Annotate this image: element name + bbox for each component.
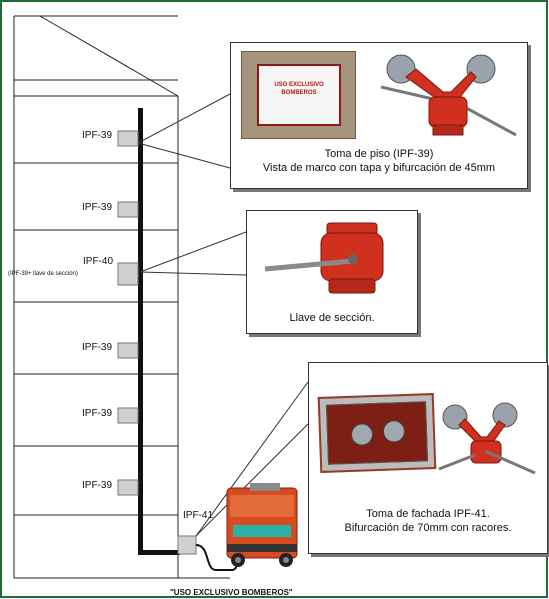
- bifurcation-45mm-image: [371, 47, 521, 143]
- floor-label-6: IPF-39: [82, 480, 112, 491]
- facade-inlet-box: [178, 536, 196, 554]
- sign-text-1: USO EXCLUSIVO: [259, 82, 339, 88]
- floor-label-2: IPF-39: [82, 202, 112, 213]
- facade-cabinet-image: [318, 393, 437, 473]
- hydrant-box-3: [118, 263, 138, 285]
- hydrant-box-6: [118, 480, 138, 495]
- callout-facade-inlet: Toma de fachada IPF-41. Bifurcación de 7…: [308, 362, 548, 554]
- callout-floor-outlet: USO EXCLUSIVO BOMBEROS Toma de piso (IPF…: [230, 42, 528, 189]
- bottom-caption-line1: Toma de fachada IPF-41.: [309, 507, 547, 521]
- floor-label-5: IPF-39: [82, 408, 112, 419]
- section-valve-image: [255, 217, 405, 301]
- riser-base: [138, 550, 180, 555]
- hydrant-box-1: [118, 131, 138, 146]
- floor-label-1: IPF-39: [82, 130, 112, 141]
- riser-pipe: [138, 108, 143, 554]
- building-roof: [14, 16, 178, 96]
- bottom-caption-line2: Bifurcación de 70mm con racores.: [309, 521, 547, 535]
- hydrant-box-2: [118, 202, 138, 217]
- facade-label: IPF-41: [183, 510, 213, 521]
- top-caption-line2: Vista de marco con tapa y bifurcación de…: [231, 161, 527, 175]
- callout-section-valve: Llave de sección.: [246, 210, 418, 334]
- floor-label-3-main: IPF-40: [83, 256, 113, 267]
- top-caption-line1: Toma de piso (IPF-39): [231, 147, 527, 161]
- floor-label-4: IPF-39: [82, 342, 112, 353]
- hydrant-box-4: [118, 343, 138, 358]
- footer-sign-text: "USO EXCLUSIVO BOMBEROS": [170, 588, 293, 597]
- middle-caption: Llave de sección.: [247, 311, 417, 325]
- hydrant-boxes: [118, 131, 196, 554]
- sign-panel: USO EXCLUSIVO BOMBEROS: [257, 64, 341, 126]
- hydrant-box-5: [118, 408, 138, 423]
- sign-text-2: BOMBEROS: [259, 90, 339, 96]
- floor-lines: [14, 163, 178, 515]
- sign-photo: USO EXCLUSIVO BOMBEROS: [241, 51, 356, 139]
- floor-label-3-sub: (IPF-39+ llave de sección): [8, 271, 78, 277]
- bifurcation-70mm-image: [435, 399, 539, 475]
- fire-truck: [227, 483, 297, 567]
